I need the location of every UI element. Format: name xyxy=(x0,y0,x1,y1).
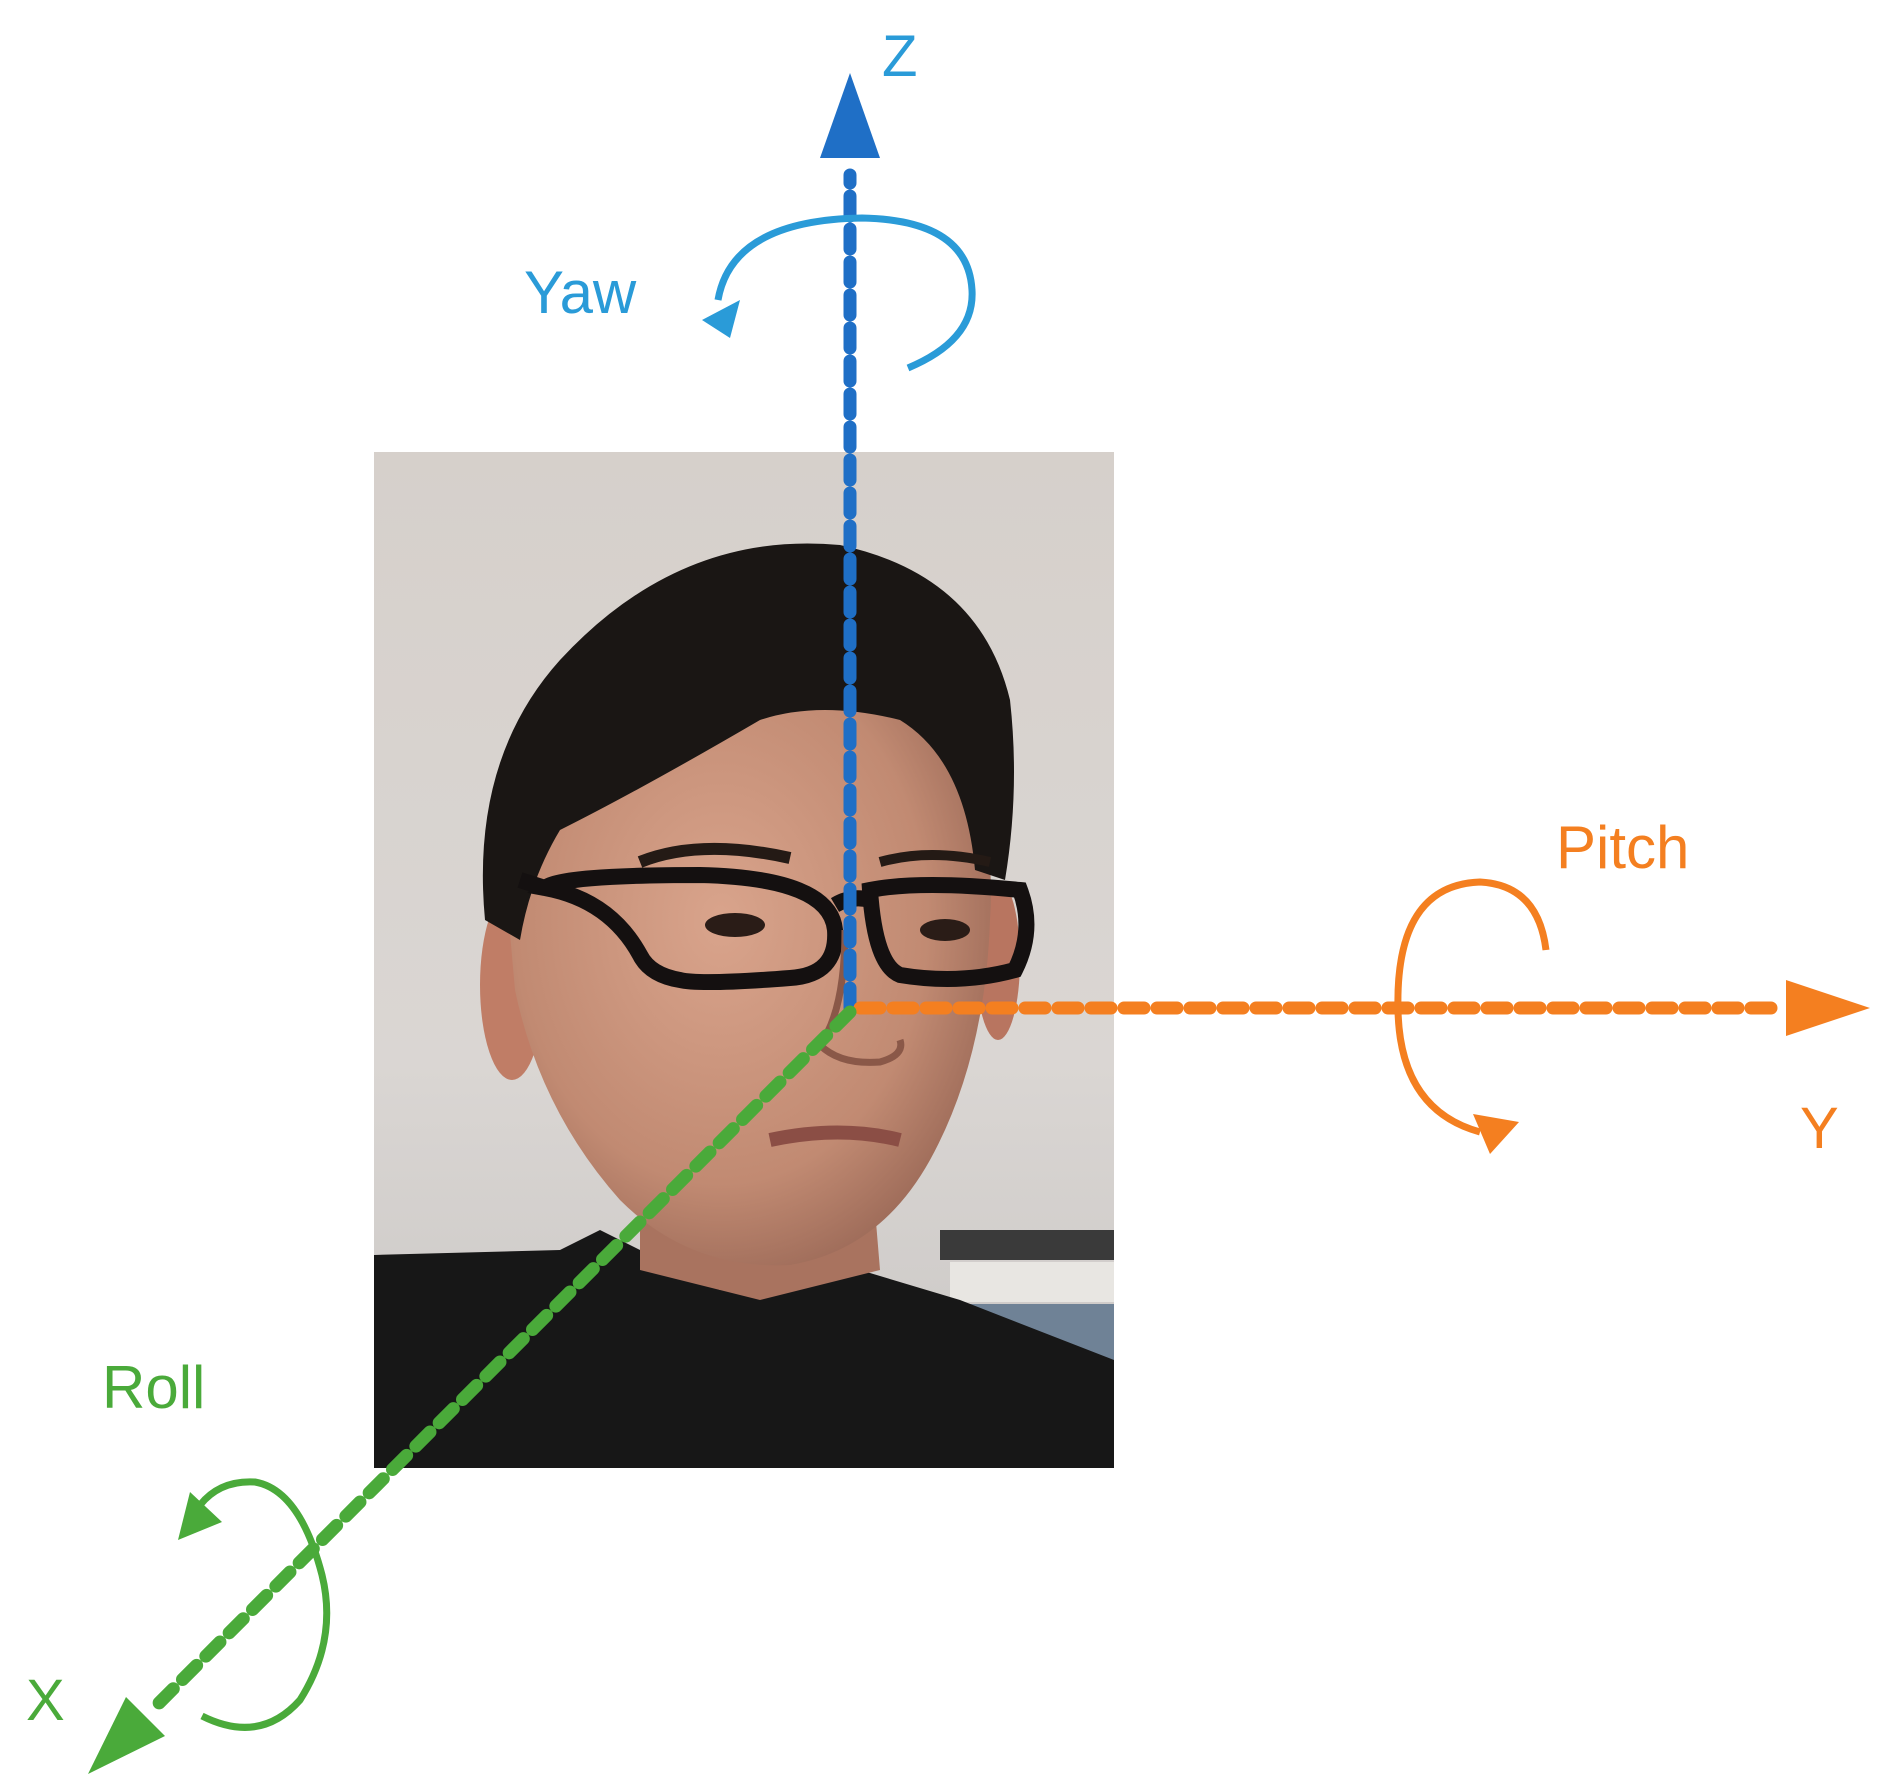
pitch-label: Pitch xyxy=(1556,814,1689,881)
yaw-label: Yaw xyxy=(524,259,637,326)
y-axis xyxy=(853,980,1870,1036)
roll-rotation-arrow xyxy=(178,1478,331,1731)
portrait-photo xyxy=(374,452,1114,1468)
pitch-rotation-arrow xyxy=(1394,878,1550,1154)
x-axis-label: X xyxy=(26,1668,65,1733)
y-axis-label: Y xyxy=(1800,1096,1839,1161)
yaw-rotation-arrow xyxy=(702,214,976,372)
roll-label: Roll xyxy=(102,1354,205,1421)
z-axis-label: Z xyxy=(882,24,917,89)
x-axis xyxy=(88,1005,857,1774)
z-axis xyxy=(820,73,880,1015)
